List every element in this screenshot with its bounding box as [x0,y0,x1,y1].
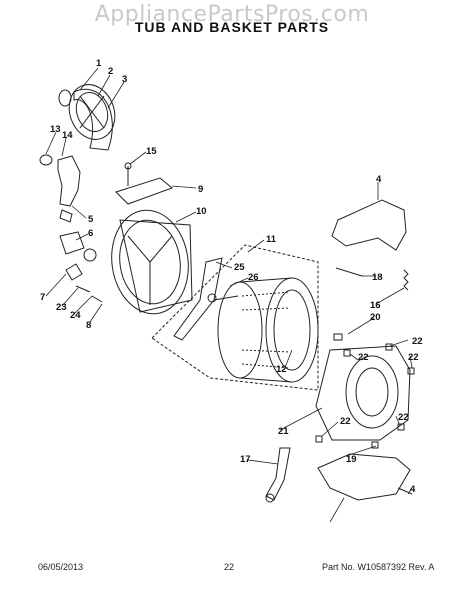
callout-number: 25 [234,262,245,273]
callout-number: 10 [196,206,207,217]
callout-number: 22 [340,416,351,427]
wash-basket [217,277,319,383]
callout-number: 1 [96,58,102,69]
tub-bracket [115,162,173,205]
callout-number: 9 [198,184,203,195]
callout-number: 18 [372,272,383,283]
callout-number: 4 [376,174,382,185]
callout-number: 6 [88,228,93,239]
leader-lines [45,67,413,523]
footer-part-number: Part No. W10587392 Rev. A [322,562,435,572]
callout-number: 22 [412,336,423,347]
callout-number: 15 [146,146,157,157]
outer-tub-front [315,345,411,441]
callout-number: 22 [408,352,419,363]
callout-number: 5 [88,214,94,225]
callout-number: 24 [70,310,81,321]
callout-number: 2 [108,66,113,77]
drain-hose-assembly [39,154,103,303]
callout-number: 17 [240,454,251,465]
clip-fasteners [315,333,415,449]
basket-spider [173,257,239,341]
callout-number: 4 [410,484,416,495]
callout-number: 22 [358,352,369,363]
callout-number: 11 [266,234,277,245]
callout-number: 12 [276,364,287,375]
callout-number: 3 [122,74,127,85]
counterweight-bottom [317,453,413,501]
callout-number: 21 [278,426,289,437]
callout-number: 14 [62,130,73,141]
callout-number: 26 [248,272,259,283]
callout-number: 7 [40,292,45,303]
callout-number: 8 [86,320,91,331]
page-title: TUB AND BASKET PARTS [134,19,330,35]
footer-page: 22 [224,562,235,572]
outer-tub-rear [111,209,193,315]
callout-number: 13 [50,124,61,135]
callout-number: 16 [370,300,381,311]
callout-number: 22 [398,412,409,423]
callout-number: 23 [56,302,67,313]
watermark: AppliancePartsPros.com [94,2,370,27]
shock-absorber [265,447,291,503]
counterweight-top [331,199,409,291]
callout-number: 19 [346,454,357,465]
callout-number: 20 [370,312,381,323]
footer-date: 06/05/2013 [38,562,84,572]
drive-pulley [58,84,116,151]
